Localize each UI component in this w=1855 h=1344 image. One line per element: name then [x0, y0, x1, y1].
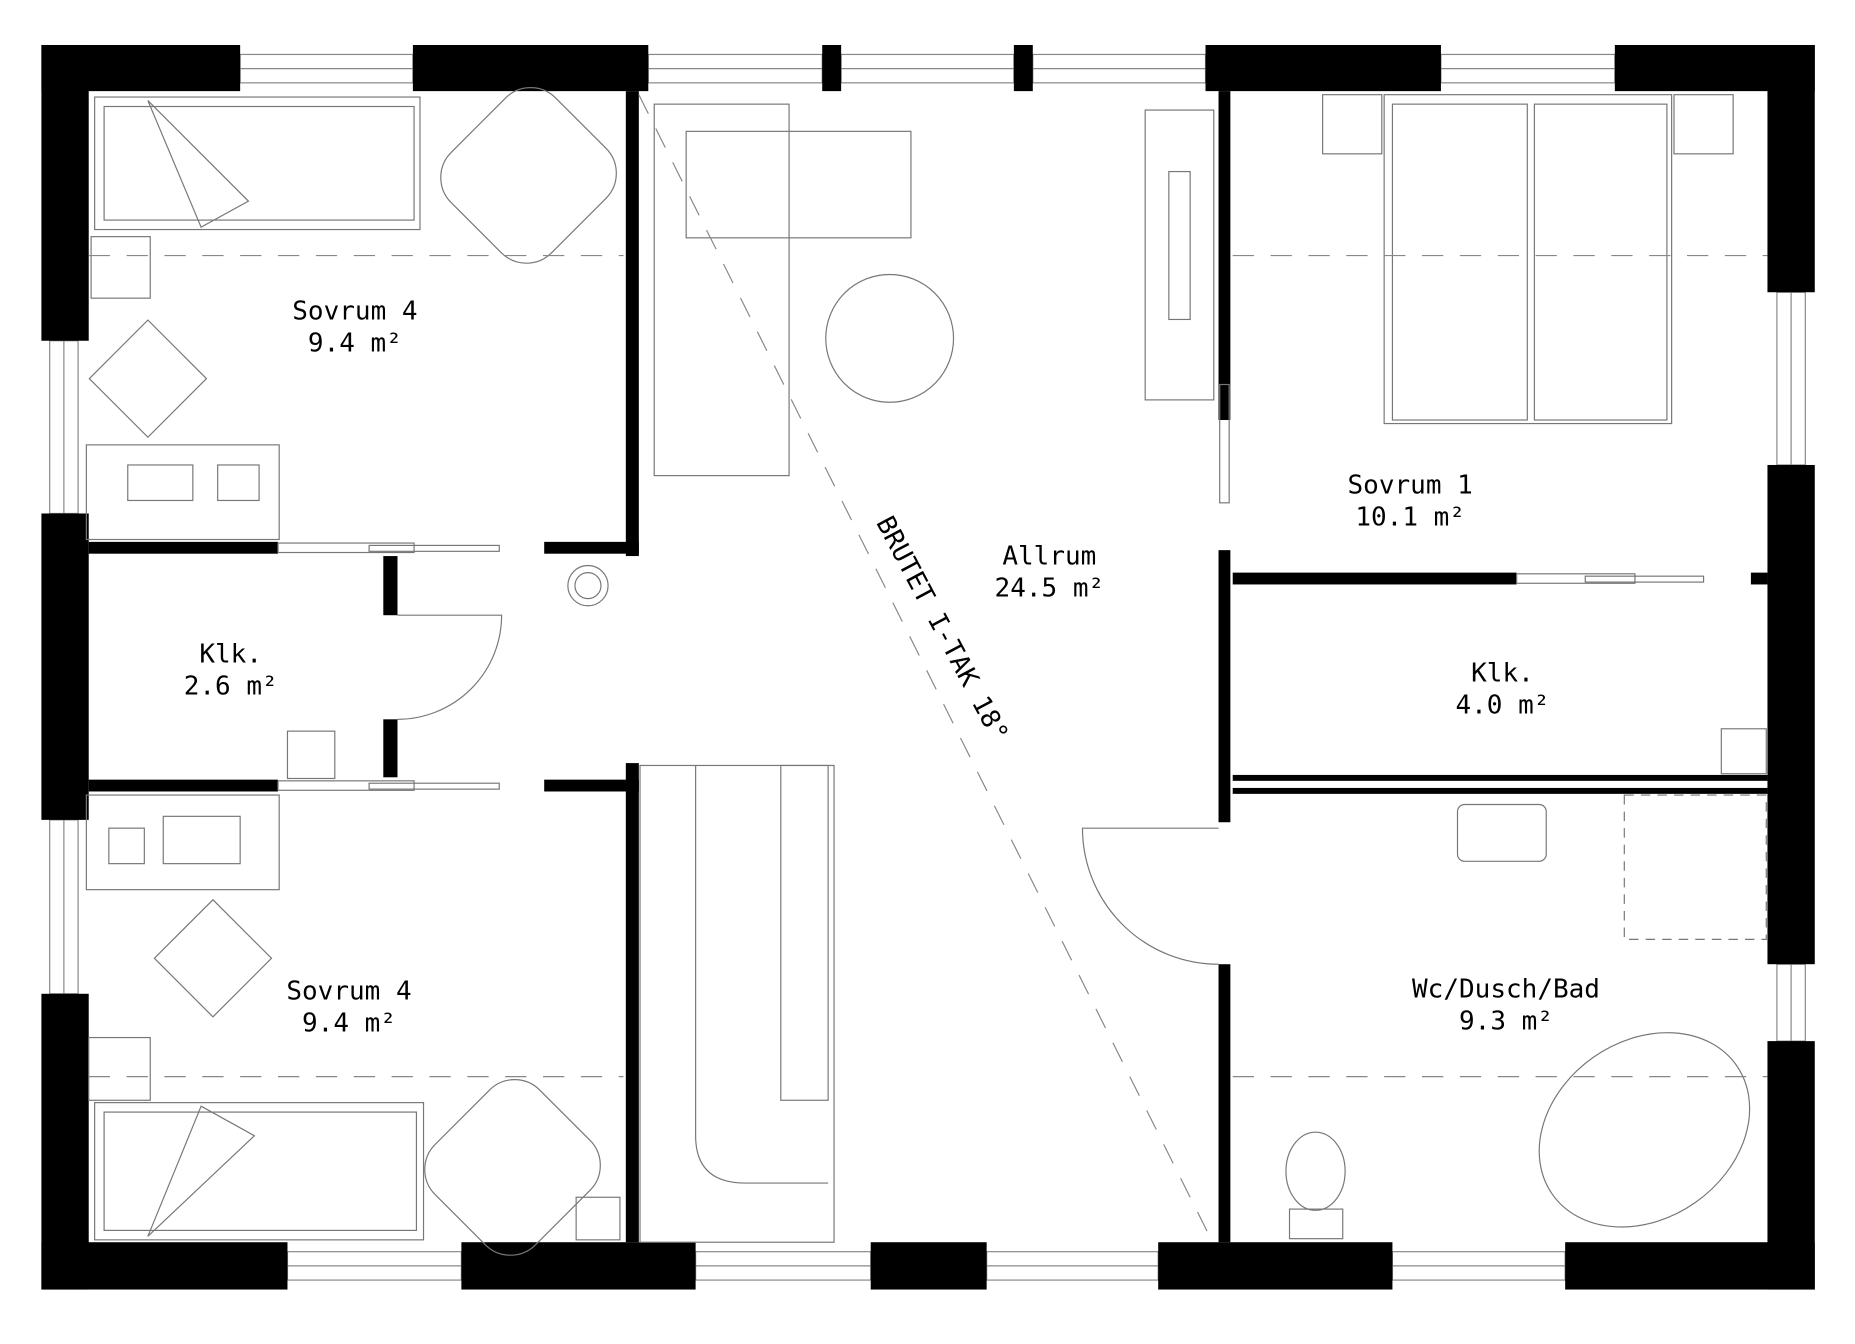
- windows: [49, 53, 1806, 1281]
- sliding-doors: [277, 383, 1705, 791]
- room-name: Klk.: [1471, 658, 1534, 688]
- roof-note: BRUTET I-TAK 18°: [870, 512, 1014, 747]
- room-area: 24.5 m²: [995, 573, 1105, 603]
- room-name: Sovrum 4: [292, 296, 417, 326]
- room-name: Allrum: [1002, 541, 1096, 571]
- room-labels: Sovrum 4 9.4 m² Sovrum 1 10.1 m² Allrum …: [184, 296, 1600, 1038]
- room-name: Klk.: [199, 640, 262, 670]
- room-name: Wc/Dusch/Bad: [1412, 974, 1600, 1004]
- room-area: 2.6 m²: [184, 671, 278, 701]
- furniture: [85, 87, 1767, 1256]
- room-area: 9.3 m²: [1459, 1006, 1553, 1036]
- room-name: Sovrum 4: [286, 977, 411, 1007]
- room-area: 9.4 m²: [308, 328, 402, 358]
- door-swings: [397, 614, 1219, 965]
- room-name: Sovrum 1: [1348, 470, 1473, 500]
- room-area: 10.1 m²: [1355, 502, 1465, 532]
- room-area: 9.4 m²: [302, 1009, 396, 1039]
- walls: [41, 44, 1815, 1290]
- room-area: 4.0 m²: [1455, 690, 1549, 720]
- ceiling-dash-lines: [88, 94, 1768, 1243]
